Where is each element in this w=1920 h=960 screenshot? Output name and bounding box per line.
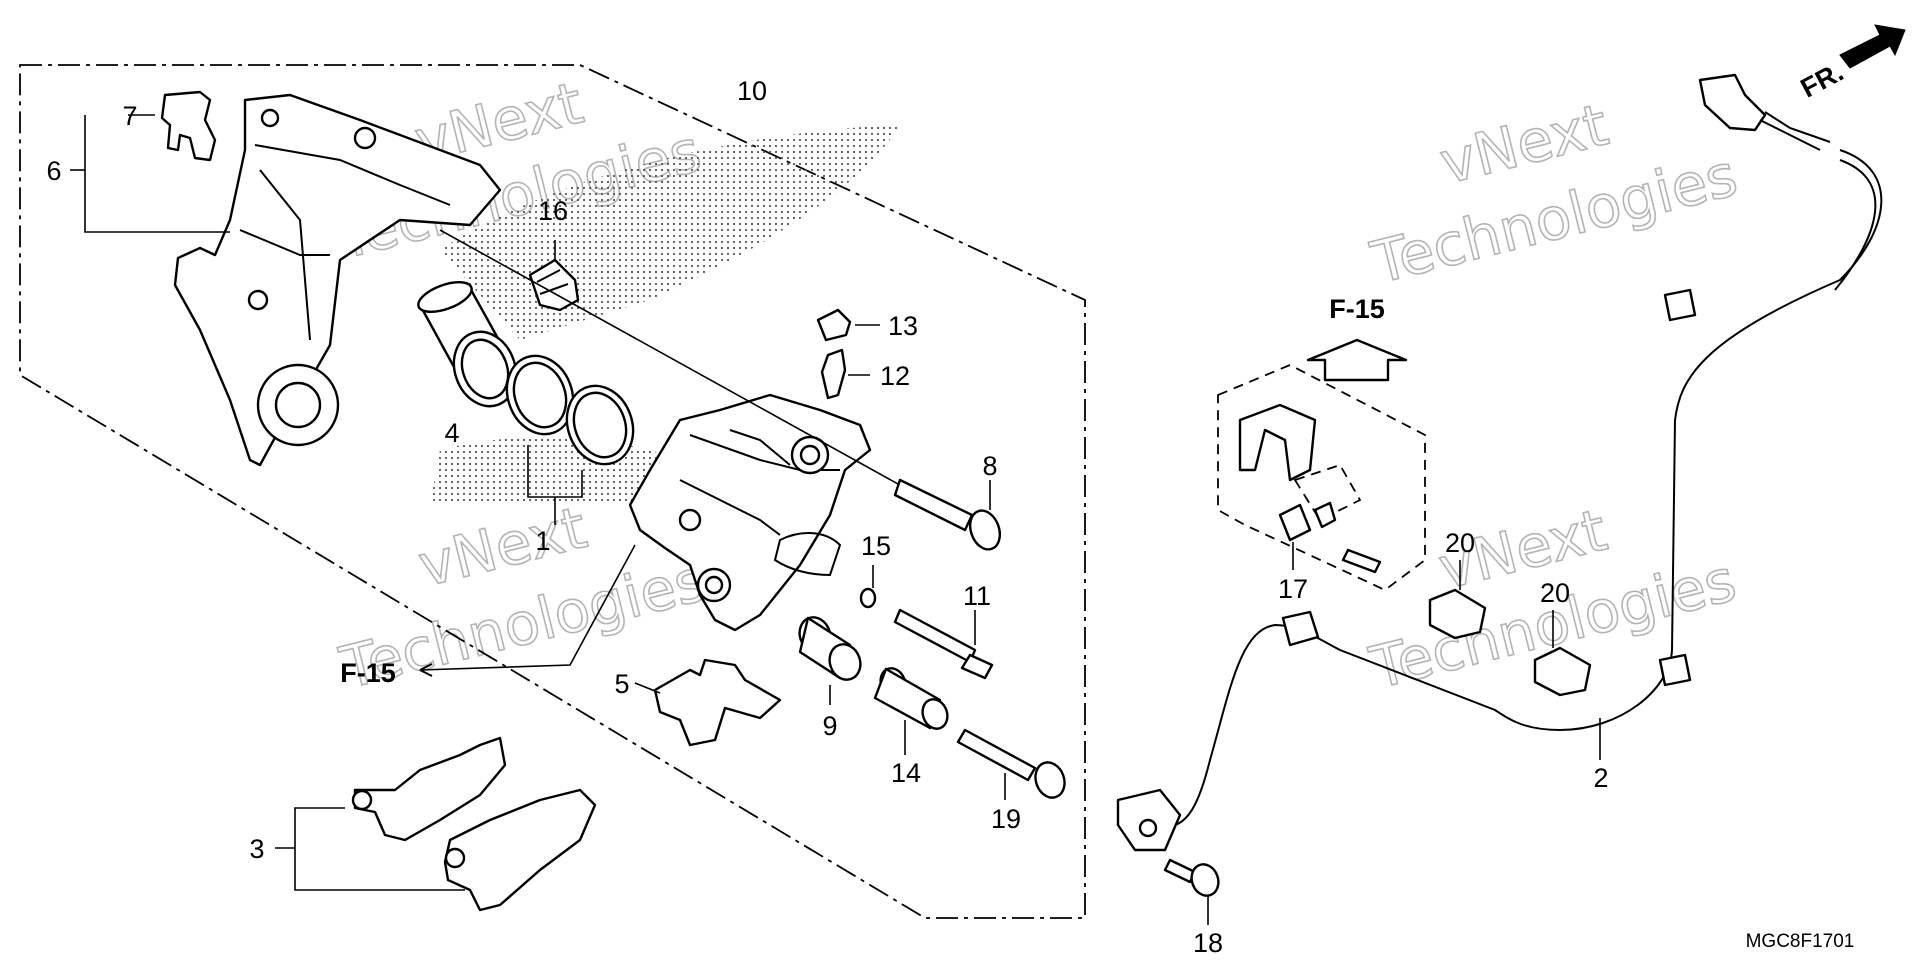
callout-20: 20 [1445, 528, 1475, 558]
bleeder-cap [816, 308, 852, 342]
o-ring [859, 587, 877, 609]
diagram-code: MGC8F1701 [1746, 931, 1855, 952]
callout-9: 9 [822, 711, 837, 741]
piston [417, 281, 518, 408]
caliper-bracket [173, 93, 502, 467]
callout-20: 20 [1540, 578, 1570, 608]
front-direction-label: FR. [1796, 57, 1848, 104]
callout-5: 5 [614, 669, 629, 699]
caliper-body [628, 393, 872, 632]
callout-8: 8 [982, 451, 997, 481]
pin-boot [528, 240, 580, 312]
pin-sleeve [873, 667, 949, 755]
callout-7: 7 [122, 101, 137, 131]
callout-1: 1 [535, 526, 550, 556]
dust-seal [572, 391, 628, 459]
brake-pads [275, 736, 597, 912]
up-arrow-icon [1306, 338, 1408, 382]
ref-label-f15: F-15 [1329, 294, 1385, 324]
pin-bolt [893, 608, 994, 680]
caliper-boot [798, 616, 862, 705]
callout-17: 17 [1278, 574, 1308, 604]
callout-4: 4 [444, 418, 459, 448]
caliper-assembly-outline [19, 64, 1086, 919]
callout-15: 15 [861, 531, 891, 561]
cable-clamp [1428, 560, 1487, 640]
sensor-bolt [1163, 858, 1220, 925]
slide-pin [893, 478, 1002, 551]
arrow-head [419, 663, 433, 677]
shading [430, 436, 700, 505]
cable-guide [1238, 403, 1382, 574]
bleeder-valve [820, 348, 847, 400]
pad-spring-clip [160, 90, 217, 162]
callout-2: 2 [1593, 763, 1608, 793]
callout-11: 11 [963, 581, 991, 611]
callout-6: 6 [46, 156, 61, 186]
callout-10: 10 [737, 76, 767, 106]
callout-3: 3 [249, 834, 264, 864]
ref-label-f15: F-15 [340, 658, 396, 688]
callout-18: 18 [1193, 928, 1223, 958]
callout-16: 16 [538, 196, 568, 226]
caliper-bolt [956, 728, 1066, 800]
leader-line [84, 115, 230, 233]
pad-retainer [634, 658, 782, 747]
wheel-speed-sensor [1116, 73, 1883, 852]
cable-clamp [1533, 610, 1592, 697]
callout-14: 14 [891, 758, 921, 788]
piston-seal [512, 361, 568, 429]
callout-12: 12 [880, 361, 910, 391]
leader-line [419, 544, 636, 671]
callout-13: 13 [888, 311, 918, 341]
front-direction-arrow-icon [1839, 24, 1906, 69]
clamp-group-outline [1217, 364, 1426, 592]
callout-19: 19 [991, 804, 1021, 834]
